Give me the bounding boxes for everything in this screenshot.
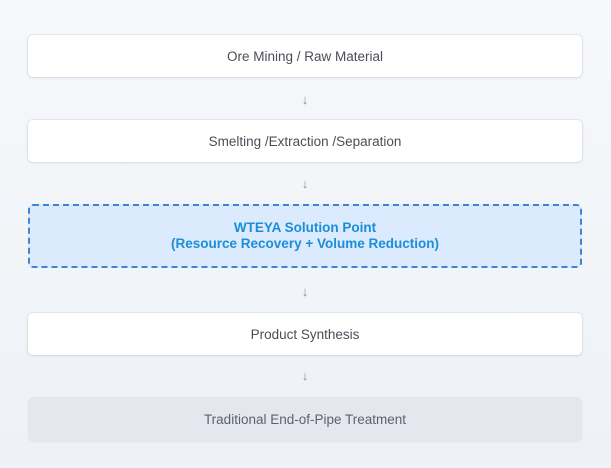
step-product-synthesis: Product Synthesis: [28, 313, 582, 355]
step-smelting-label: Smelting /Extraction /Separation: [208, 133, 402, 149]
step-ore-mining-label: Ore Mining / Raw Material: [226, 48, 384, 64]
step-wteya-solution-title: WTEYA Solution Point: [233, 220, 377, 235]
step-product-synthesis-label: Product Synthesis: [250, 326, 360, 342]
arrow-down-icon: ↓: [301, 176, 309, 191]
arrow-down-icon: ↓: [301, 368, 309, 383]
arrow-down-icon: ↓: [301, 92, 309, 107]
step-ore-mining: Ore Mining / Raw Material: [28, 35, 582, 77]
step-wteya-solution: WTEYA Solution Point (Resource Recovery …: [28, 204, 582, 268]
arrow-down-icon: ↓: [301, 284, 309, 299]
step-wteya-solution-subtitle: (Resource Recovery + Volume Reduction): [171, 236, 439, 251]
step-end-of-pipe-label: Traditional End-of-Pipe Treatment: [203, 411, 407, 427]
step-smelting: Smelting /Extraction /Separation: [28, 120, 582, 162]
step-end-of-pipe: Traditional End-of-Pipe Treatment: [28, 397, 582, 441]
